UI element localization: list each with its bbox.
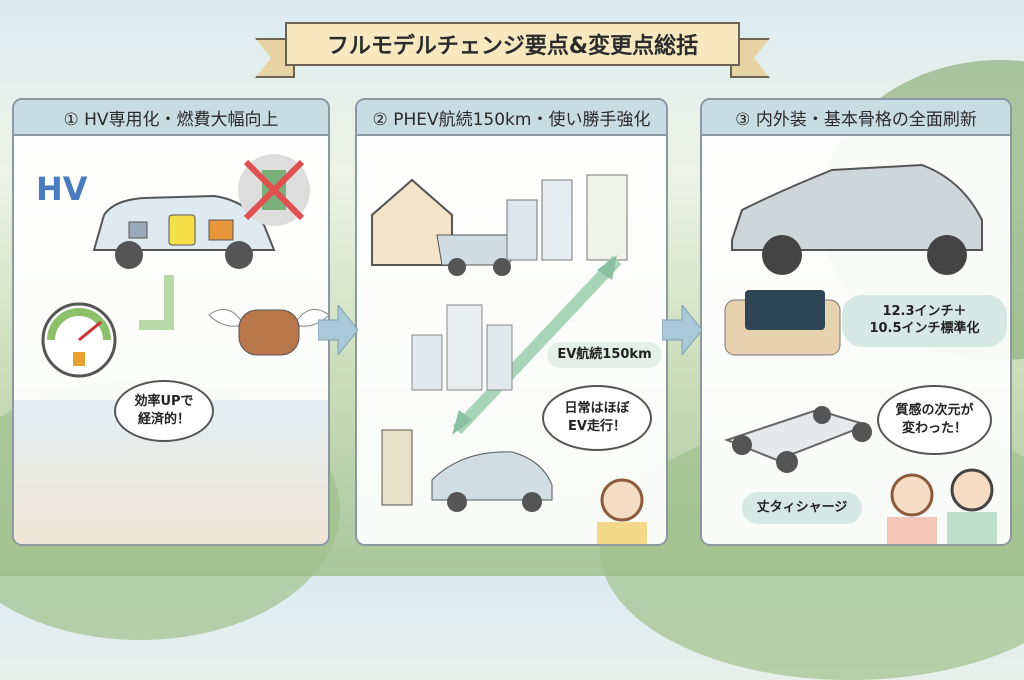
display-size-label: 12.3インチ＋ 10.5インチ標準化 [842,295,1007,347]
no-gas-pump-icon [238,154,310,226]
panel-interior: ③ 内外装・基本骨格の全面刷新 12.3インチ＋ 10.5インチ標準化 丈タィシ… [700,98,1012,546]
surprised-couple-icon [887,468,997,544]
panel-header: ③ 内外装・基本骨格の全面刷新 [702,100,1010,136]
page-title: フルモデルチェンジ要点&変更点総括 [326,34,699,59]
winged-wallet-icon [208,308,328,356]
city-center-icon [411,304,513,391]
green-arrow-icon [139,275,174,330]
double-arrow-icon [452,255,622,435]
chassis-icon [724,406,872,473]
panel-phev: ② PHEV航続150km・使い勝手強化 EV航続150km 日常はほぼ EV走… [355,98,668,546]
speech-bubble: 質感の次元が 変わった！ [877,385,992,455]
arrow-right-icon [662,305,702,355]
panel-header: ① HV専用化・燃費大幅向上 [14,100,328,136]
hv-logo: HV [36,170,88,208]
house-charging-icon [371,178,518,276]
dashboard-display-icon [724,290,841,356]
panel-header: ② PHEV航続150km・使い勝手強化 [357,100,666,136]
panel-hv: ① HV専用化・燃費大幅向上 HV 効率UPで 経済的！ [12,98,330,546]
chassis-label: 丈タィシャージ [742,492,862,524]
thought-bubble: 日常はほぼ EV走行！ [542,385,652,451]
fuel-gauge-icon [41,302,117,378]
woman-pointing-icon [597,478,647,544]
city-buildings-icon [506,174,628,261]
suv-car-icon [731,163,983,275]
charging-station-icon [381,429,553,512]
ev-range-label: EV航続150km [547,342,662,368]
arrow-right-icon [318,305,358,355]
speech-bubble: 効率UPで 経済的！ [114,380,214,442]
title-banner: フルモデルチェンジ要点&変更点総括 [285,22,740,66]
